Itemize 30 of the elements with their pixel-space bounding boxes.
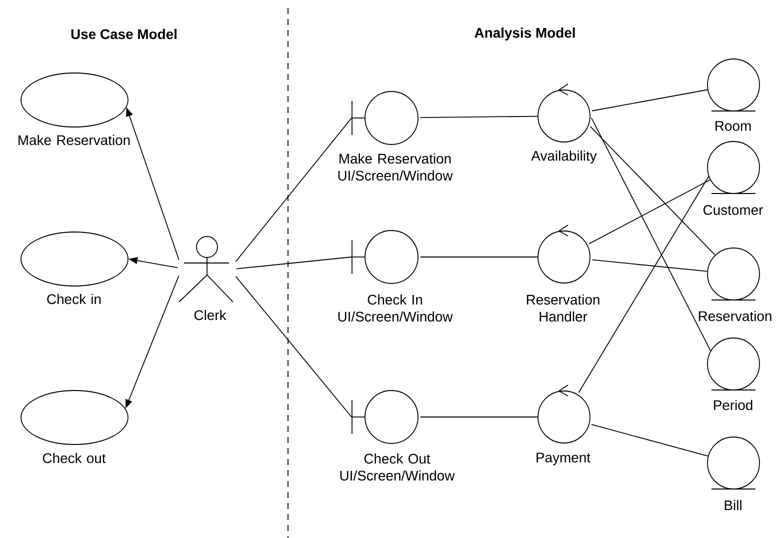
connector	[578, 176, 710, 394]
connector	[588, 179, 711, 244]
connector	[590, 126, 716, 256]
section-heading: Use Case Model	[71, 28, 176, 40]
node-label: Check in	[47, 294, 101, 304]
node-label: Period	[714, 400, 752, 410]
connector	[420, 416, 538, 418]
connector	[592, 259, 708, 272]
node-label: Availability	[531, 150, 597, 164]
connector	[420, 116, 538, 118]
node-label: Bill	[724, 500, 742, 510]
connector	[235, 118, 352, 262]
node-label: Reservation	[698, 310, 772, 322]
node-label: Check In UI/Screen/Window	[338, 294, 453, 322]
connector	[591, 424, 708, 457]
node-label: Make Reservation UI/Screen/Window	[338, 153, 453, 181]
connector	[592, 89, 708, 112]
connector	[590, 117, 712, 352]
node-label: Payment	[536, 452, 590, 466]
node-label: Room	[716, 121, 751, 131]
node-label: Reservation Handler	[526, 294, 600, 322]
connector	[420, 256, 538, 258]
node-label: Check out	[42, 452, 106, 464]
connector	[235, 276, 352, 418]
node-label: Make Reservation	[18, 134, 130, 146]
connector	[236, 256, 352, 270]
node-label: Customer	[703, 205, 763, 215]
section-heading: Analysis Model	[474, 28, 575, 40]
node-label: Check Out UI/Screen/Window	[340, 453, 455, 481]
node-label: Clerk	[194, 310, 226, 320]
